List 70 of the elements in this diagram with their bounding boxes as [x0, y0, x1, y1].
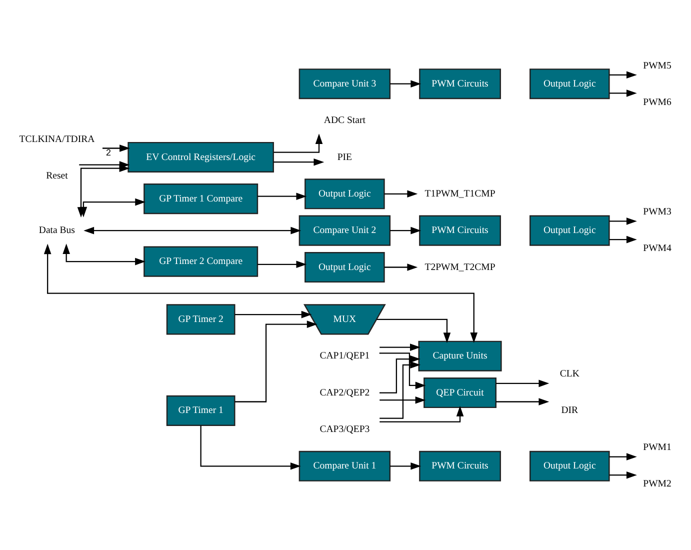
arrow: [380, 396, 426, 404]
node-box: QEP Circuit: [424, 378, 496, 408]
node-box: Compare Unit 2: [298, 215, 391, 246]
node-box: GP Timer 2 Compare: [144, 246, 258, 277]
arrow: [44, 244, 478, 343]
node-box: Compare Unit 1: [298, 450, 391, 482]
node-box: Output Logic: [304, 178, 385, 210]
arrow: [609, 471, 637, 479]
arrow: [79, 161, 130, 168]
node-box: PWM Circuits: [419, 215, 501, 246]
node-box: GP Timer 2: [166, 304, 236, 335]
arrow: [380, 406, 464, 422]
node-box: Output Logic: [530, 450, 610, 482]
arrow: [380, 355, 420, 394]
node-box: Output Logic: [530, 68, 610, 100]
node-text: T1PWM_T1CMP: [424, 188, 496, 200]
arrow: [380, 361, 421, 419]
node-text: Reset: [46, 170, 68, 182]
node-box: Output Logic: [530, 215, 610, 246]
node-text: PWM5: [643, 60, 672, 72]
arrow: [62, 244, 146, 266]
arrow: [80, 198, 146, 218]
arrow: [384, 264, 418, 271]
node-box: Compare Unit 3: [298, 68, 391, 100]
arrow: [609, 71, 637, 79]
arrow: [102, 144, 130, 152]
node-text: ADC Start: [324, 115, 366, 126]
node-text: PWM4: [643, 243, 672, 254]
node-text: CAP3/QEP3: [320, 424, 370, 435]
arrow: [376, 318, 451, 344]
arrow: [609, 90, 637, 97]
node-text: PWM3: [643, 206, 672, 218]
arrow: [273, 158, 324, 166]
arrow: [84, 226, 302, 234]
arrow: [390, 80, 422, 88]
node-box: Capture Units: [418, 340, 502, 372]
arrow: [234, 320, 318, 402]
node-text: CAP1/QEP1: [320, 350, 370, 362]
node-text: CLK: [560, 368, 580, 380]
node-box: PWM Circuits: [419, 68, 501, 100]
arrow: [234, 310, 312, 318]
arrow: [390, 226, 422, 234]
node-text: DIR: [561, 405, 578, 416]
arrow: [609, 236, 637, 244]
arrow: [390, 462, 422, 470]
node-box: GP Timer 1 Compare: [144, 184, 258, 214]
arrow: [496, 398, 550, 406]
node-text: CAP2/QEP2: [320, 387, 370, 398]
arrow: [609, 453, 637, 460]
node-box: Output Logic: [304, 252, 385, 283]
arrow: [380, 344, 420, 351]
arrow: [257, 260, 307, 268]
arrow: [257, 192, 307, 200]
node-box: PWM Circuits: [419, 450, 501, 482]
node-box: GP Timer 1: [166, 395, 236, 426]
node-text: PIE: [337, 152, 352, 163]
arrow: [496, 380, 550, 388]
edge-label: 2: [106, 147, 111, 158]
arrow: [379, 352, 426, 390]
node-text: TCLKINA/TDIRA: [19, 134, 95, 145]
node-text: T2PWM_T2CMP: [424, 262, 496, 273]
node-text: PWM6: [643, 97, 672, 108]
node-box: EV Control Registers/Logic: [128, 142, 274, 172]
node-text: Data Bus: [38, 225, 75, 236]
arrow: [200, 426, 301, 470]
arrow: [384, 190, 418, 198]
node-text: PWM1: [643, 442, 672, 453]
arrow: [274, 134, 323, 153]
node-text: PWM2: [643, 478, 672, 490]
arrow: [609, 218, 637, 225]
